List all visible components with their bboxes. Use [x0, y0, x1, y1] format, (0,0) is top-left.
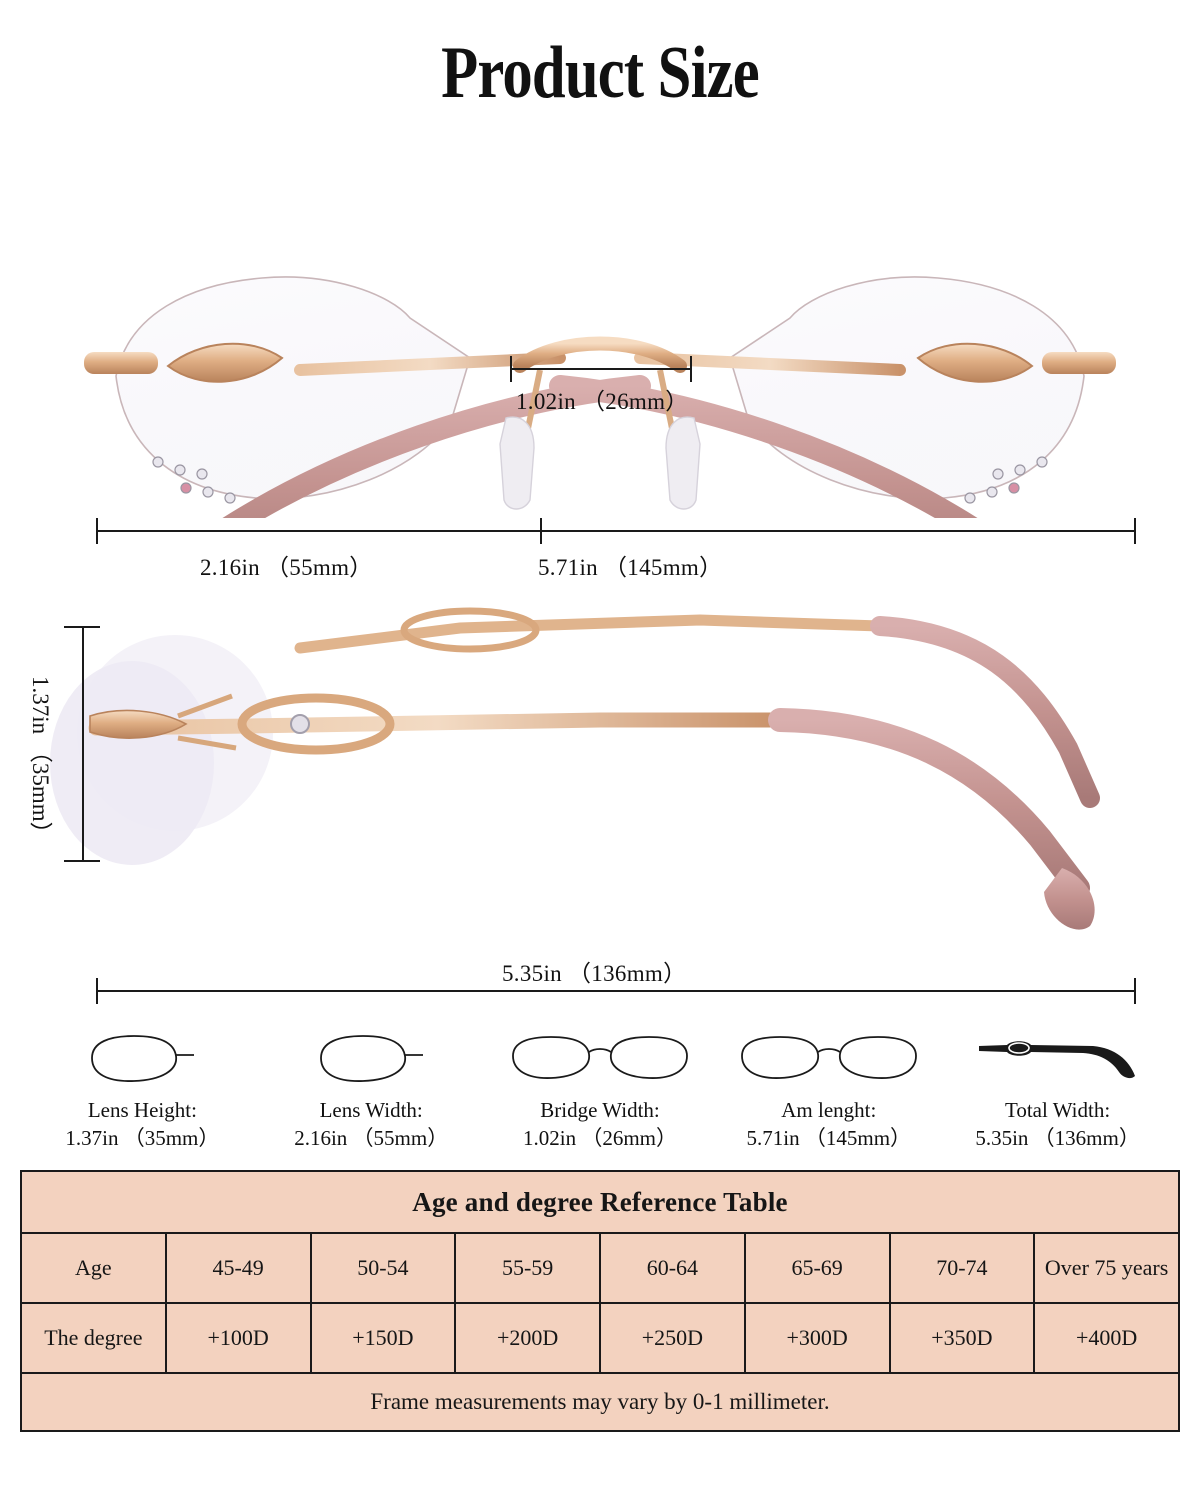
right-rhinestones: [964, 456, 1048, 504]
age-cell-4: 65-69: [743, 1232, 891, 1305]
table-footnote: Frame measurements may vary by 0-1 milli…: [20, 1372, 1180, 1433]
lens-width-value-text: 2.16in （55mm）: [294, 1125, 449, 1150]
page-title: Product Size: [441, 32, 760, 114]
lens-width-icon: [311, 1030, 431, 1088]
lens-height-tick-bottom: [64, 860, 100, 862]
lens-height-icon: [82, 1030, 202, 1088]
front-dim-tick-left: [96, 518, 98, 544]
front-baseline-dimension-line: [96, 530, 1136, 532]
bridge-dimension-tick-right: [690, 356, 692, 382]
total-width-tick-left: [96, 978, 98, 1004]
side-near-temple: [88, 712, 788, 736]
front-dim-tick-mid: [540, 518, 542, 544]
side-endpiece: [89, 709, 188, 739]
row-label-degree: The degree: [20, 1302, 167, 1375]
lens-height-dimension-label: 1.37in （35mm）: [28, 676, 53, 845]
degree-cell-4: +300D: [743, 1302, 891, 1375]
age-cell-2: 55-59: [454, 1232, 601, 1305]
side-temple-tip: [1044, 868, 1095, 930]
total-width-tick-right: [1134, 978, 1136, 1004]
bridge-width-icon: [507, 1030, 693, 1088]
front-view-illustration: [84, 276, 1116, 518]
bridge-dimension-tick-left: [510, 356, 512, 382]
bridge-width-label-text: Bridge Width:: [540, 1098, 660, 1122]
lens-width-dimension-label: 2.16in （55mm）: [200, 555, 373, 580]
row-label-age: Age: [20, 1232, 167, 1305]
degree-cell-5: +350D: [888, 1302, 1036, 1375]
left-lens: [115, 276, 471, 500]
age-degree-reference-table: Age and degree Reference Table Age 45-49…: [20, 1170, 1180, 1433]
side-view-photo: 1.37in （35mm）: [0, 588, 1200, 958]
side-near-decor-oval: [237, 693, 395, 755]
total-width-value-text: 5.35in （136mm）: [975, 1125, 1140, 1150]
degree-cell-3: +250D: [599, 1302, 746, 1375]
side-rhinestone: [290, 714, 310, 734]
lens-height-label-text: Lens Height:: [87, 1098, 197, 1122]
age-degree-table-wrapper: Age and degree Reference Table Age 45-49…: [20, 1170, 1180, 1433]
side-view-illustration: [50, 607, 1100, 930]
bridge-dimension-label: 1.02in （26mm）: [516, 389, 689, 414]
table-row-degree: The degree +100D +150D +200D +250D +300D…: [20, 1302, 1180, 1375]
age-cell-3: 60-64: [599, 1232, 746, 1305]
front-dim-tick-right: [1134, 518, 1136, 544]
degree-cell-6: +400D: [1033, 1302, 1180, 1375]
table-footnote-row: Frame measurements may vary by 0-1 milli…: [20, 1372, 1180, 1433]
arm-length-dimension-label: 5.71in （145mm）: [538, 555, 723, 580]
arm-length-value-text: 5.71in （145mm）: [746, 1125, 912, 1150]
side-far-temple: [294, 614, 886, 654]
table-title: Age and degree Reference Table: [20, 1170, 1180, 1235]
front-dimension-group: 2.16in （55mm） 5.71in （145mm）: [0, 518, 1200, 588]
lens-width-label-text: Lens Width:: [319, 1098, 423, 1122]
right-nosepad: [665, 416, 701, 510]
degree-cell-2: +200D: [454, 1302, 601, 1375]
side-dimension-group: 5.35in （136mm）: [0, 958, 1200, 1024]
bridge-width-value-text: 1.02in （26mm）: [522, 1125, 677, 1150]
total-width-dimension-line: [96, 990, 1136, 992]
total-width-label: Total Width: 5.35in （136mm）: [975, 1097, 1140, 1152]
age-cell-6: Over 75 years: [1033, 1232, 1180, 1305]
degree-cell-1: +150D: [309, 1302, 457, 1375]
measurement-item-total-width: Total Width: 5.35in （136mm）: [943, 1030, 1172, 1152]
table-title-row: Age and degree Reference Table: [20, 1170, 1180, 1235]
age-cell-0: 45-49: [164, 1232, 312, 1305]
arm-length-label: Am lenght: 5.71in （145mm）: [747, 1097, 912, 1152]
left-decor-leaf: [166, 342, 284, 383]
right-hinge: [1042, 352, 1116, 374]
arm-length-label-text: Am lenght:: [781, 1098, 877, 1122]
measurement-item-arm-length: Am lenght: 5.71in （145mm）: [714, 1030, 943, 1152]
left-rhinestones: [152, 456, 236, 504]
measurement-item-lens-width: Lens Width: 2.16in （55mm）: [257, 1030, 486, 1152]
right-temple: [549, 375, 978, 518]
age-cell-5: 70-74: [888, 1232, 1036, 1305]
lens-width-label: Lens Width: 2.16in （55mm）: [294, 1097, 448, 1152]
bridge-dimension-line: [510, 368, 690, 370]
arm-length-icon: [736, 1030, 922, 1088]
bridge-bar: [513, 336, 687, 373]
side-far-temple-pink: [870, 616, 1100, 808]
measurement-icon-row: Lens Height: 1.37in （35mm） Lens Width: 2…: [0, 1030, 1200, 1152]
total-width-label-text: Total Width:: [1004, 1098, 1111, 1122]
measurement-item-bridge-width: Bridge Width: 1.02in （26mm）: [486, 1030, 715, 1152]
right-lens: [729, 276, 1085, 500]
total-width-icon: [973, 1030, 1143, 1088]
left-hinge: [84, 352, 158, 374]
side-near-temple-pink: [768, 708, 1090, 900]
lens-height-value-text: 1.37in （35mm）: [65, 1125, 220, 1150]
left-nosepad: [499, 416, 535, 510]
lens-height-label: Lens Height: 1.37in （35mm）: [65, 1097, 219, 1152]
front-view-photo: 1.02in （26mm）: [0, 118, 1200, 518]
age-cell-1: 50-54: [309, 1232, 457, 1305]
side-lens-near: [50, 661, 214, 865]
total-width-dimension-label: 5.35in （136mm）: [502, 961, 687, 986]
degree-cell-0: +100D: [164, 1302, 312, 1375]
side-bridge-arms: [177, 693, 237, 751]
table-row-age: Age 45-49 50-54 55-59 60-64 65-69 70-74 …: [20, 1232, 1180, 1305]
side-far-decor-oval: [400, 607, 540, 653]
measurement-item-lens-height: Lens Height: 1.37in （35mm）: [28, 1030, 257, 1152]
right-decor-leaf: [916, 342, 1034, 383]
lens-height-dimension-line: [82, 626, 84, 860]
bridge-width-label: Bridge Width: 1.02in （26mm）: [523, 1097, 677, 1152]
